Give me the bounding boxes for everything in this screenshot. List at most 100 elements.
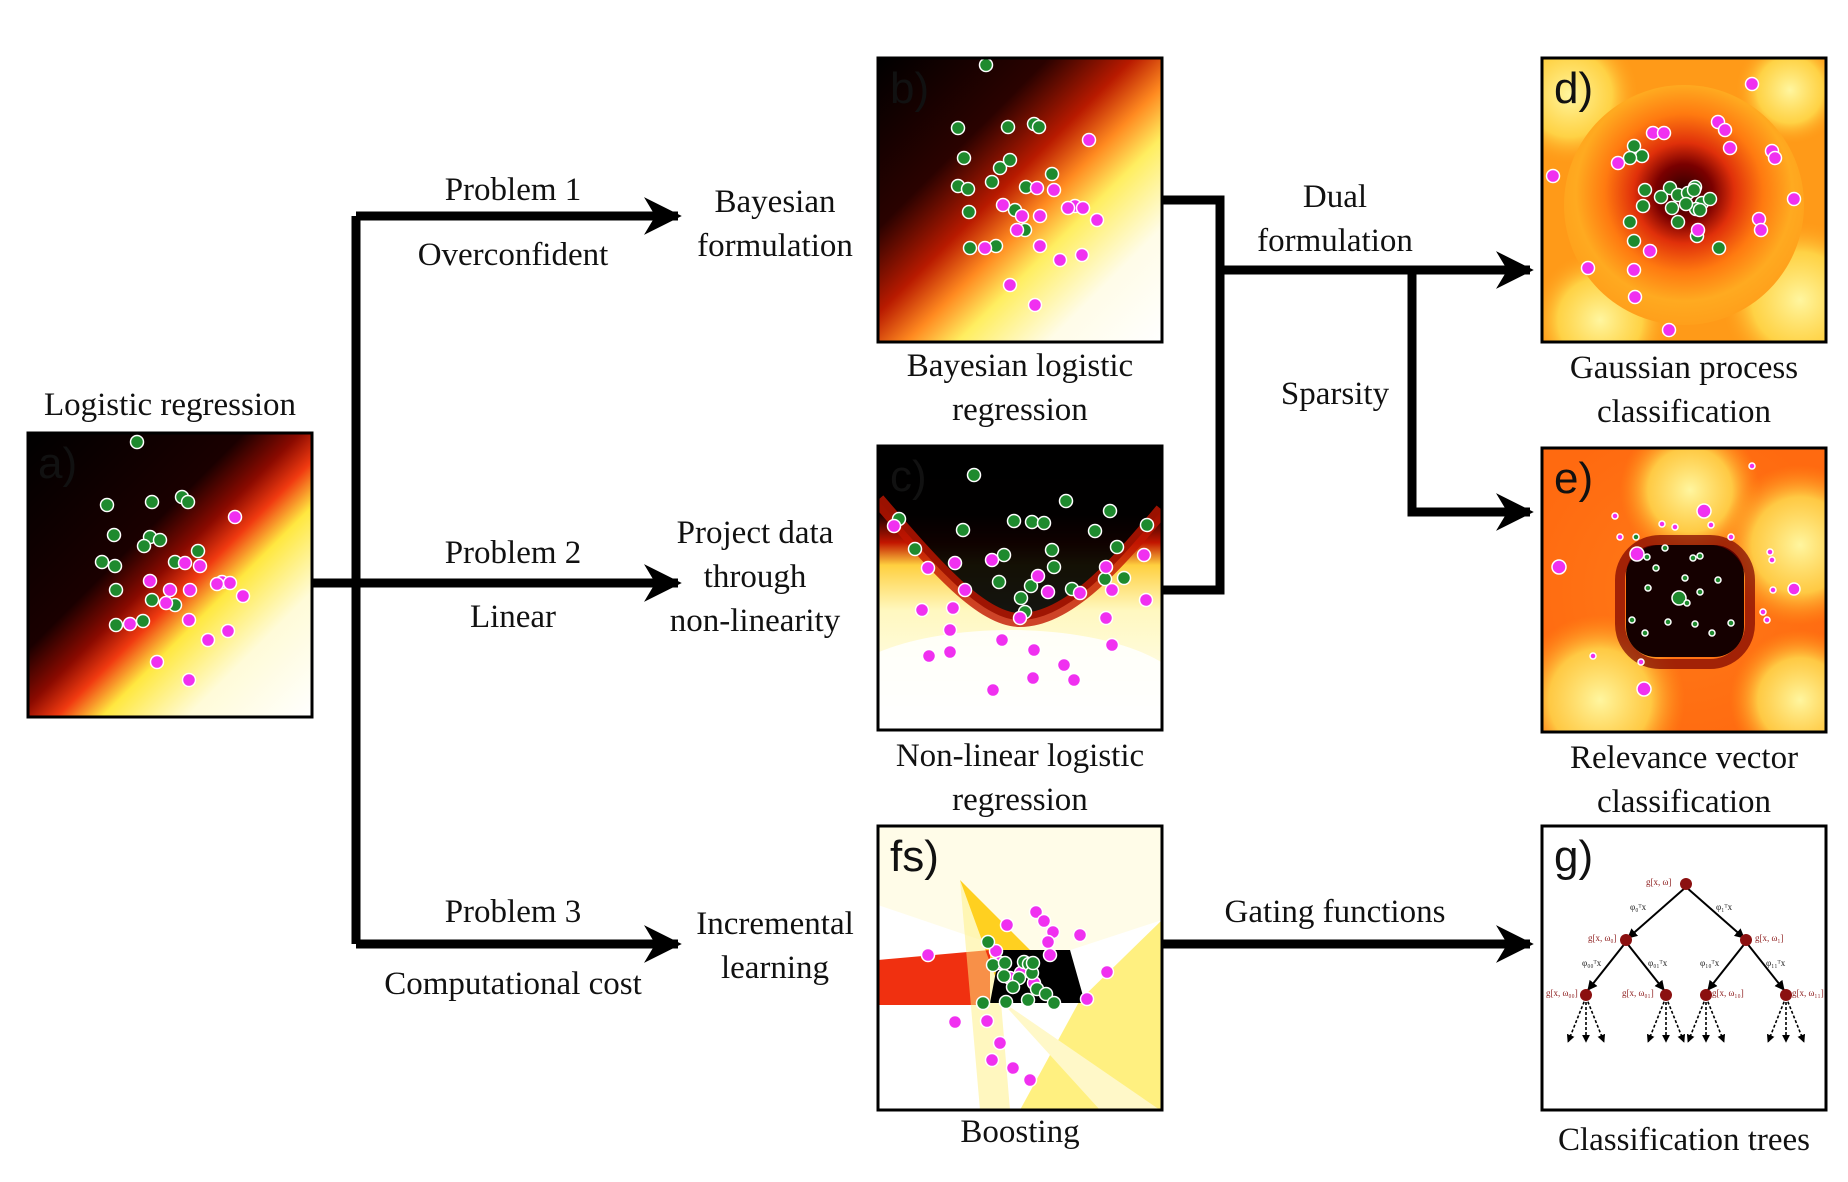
magenta-point	[1551, 559, 1567, 575]
green-point	[144, 494, 160, 510]
magenta-point	[920, 947, 936, 963]
tree-node-rl	[1700, 989, 1712, 1001]
magenta-point	[1027, 297, 1043, 313]
green-point	[106, 527, 122, 543]
panel-e-points	[1551, 462, 1801, 697]
green-point	[136, 538, 152, 554]
panel-b-caption-line1: Bayesian logistic	[907, 348, 1133, 384]
tree-label-rr: g[x, ω₁₁]	[1792, 988, 1824, 998]
green-point	[1005, 979, 1021, 995]
magenta-point	[1040, 934, 1056, 950]
magenta-point	[920, 560, 936, 576]
tree-edge-left-left: φ₀₀ᵀx	[1582, 958, 1602, 968]
magenta-point	[1040, 584, 1056, 600]
magenta-point	[1759, 608, 1767, 616]
panel-f: fs) Boosting	[876, 824, 1164, 1150]
panel-b-points	[950, 58, 1105, 313]
green-point	[978, 58, 994, 73]
tree-label-left: g[x, ω₀]	[1588, 933, 1617, 943]
magenta-point	[1690, 222, 1706, 238]
green-point	[152, 532, 168, 548]
magenta-point	[200, 632, 216, 648]
panel-c-points	[886, 467, 1155, 698]
magenta-point	[1032, 238, 1048, 254]
magenta-point	[992, 1035, 1008, 1051]
green-point	[1013, 590, 1029, 606]
magenta-point	[1661, 322, 1677, 338]
green-point	[1727, 619, 1735, 627]
tree-label-lr: g[x, ω₀₁]	[1622, 988, 1654, 998]
tree-node-rr	[1780, 989, 1792, 1001]
green-point	[180, 494, 196, 510]
magenta-point	[1580, 260, 1596, 276]
green-point	[955, 522, 971, 538]
green-point	[1020, 992, 1036, 1008]
magenta-point	[1028, 904, 1044, 920]
magenta-point	[162, 582, 178, 598]
green-point	[984, 174, 1000, 190]
magenta-point	[945, 600, 961, 616]
tree-edge-right-left: φ₁₀ᵀx	[1700, 958, 1720, 968]
green-point	[1696, 552, 1704, 560]
tree-edge-left-right: φ₀₁ᵀx	[1648, 958, 1668, 968]
magenta-point	[942, 644, 958, 660]
panel-e-caption-line2: classification	[1597, 784, 1771, 820]
green-point	[1641, 629, 1649, 637]
magenta-point	[122, 616, 138, 632]
green-point	[1000, 119, 1016, 135]
magenta-point	[1104, 637, 1120, 653]
magenta-point	[1138, 592, 1154, 608]
green-point	[991, 574, 1007, 590]
magenta-point	[158, 595, 174, 611]
green-point	[108, 617, 124, 633]
panel-d-caption-line1: Gaussian process	[1570, 350, 1798, 386]
magenta-point	[1099, 964, 1115, 980]
magenta-point	[985, 682, 1001, 698]
panel-c-tag: c)	[890, 452, 927, 501]
magenta-point	[1611, 512, 1619, 520]
green-point	[1678, 196, 1694, 212]
green-point	[985, 957, 1001, 973]
magenta-point	[1075, 200, 1091, 216]
green-point	[1664, 200, 1680, 216]
magenta-point	[142, 573, 158, 589]
green-point	[1671, 590, 1687, 606]
panel-d: d) Gaussian process classification	[1540, 56, 1828, 430]
magenta-point	[1032, 208, 1048, 224]
label-bayesian-line1: Bayesian	[715, 184, 836, 220]
panel-b-tag: b)	[890, 64, 929, 113]
edge-labels: Problem 1 Overconfident Bayesian formula…	[384, 172, 1445, 1002]
panel-c-caption-line2: regression	[952, 782, 1088, 818]
panel-d-tag: d)	[1554, 64, 1593, 113]
tree-edge-right-right: φ₁₁ᵀx	[1766, 958, 1786, 968]
green-point	[975, 995, 991, 1011]
magenta-point	[235, 588, 251, 604]
magenta-point	[984, 552, 1000, 568]
green-point	[99, 497, 115, 513]
tree-edge-root-left: φ₀ᵀx	[1630, 902, 1647, 912]
green-point	[190, 543, 206, 559]
label-computational-cost: Computational cost	[384, 966, 642, 1002]
green-point	[1046, 559, 1062, 575]
magenta-point	[1769, 586, 1777, 594]
magenta-point	[1768, 556, 1776, 564]
magenta-point	[994, 632, 1010, 648]
magenta-point	[1005, 1060, 1021, 1076]
green-point	[1689, 554, 1697, 562]
magenta-point	[1029, 180, 1045, 196]
panel-c-caption-line1: Non-linear logistic	[896, 738, 1144, 774]
green-point	[1643, 553, 1651, 561]
magenta-point	[1748, 462, 1756, 470]
green-point	[997, 955, 1013, 971]
green-point	[135, 613, 151, 629]
panel-a-tag: a)	[38, 439, 77, 488]
tree-diagram: g[x, ω] g[x, ω₀] g[x, ω₁] g[x, ω₀₀] g[x,…	[1546, 877, 1824, 1043]
magenta-point	[181, 612, 197, 628]
green-point	[1626, 233, 1642, 249]
green-point	[1002, 152, 1018, 168]
magenta-point	[1637, 658, 1645, 666]
panel-g-caption: Classification trees	[1558, 1122, 1810, 1158]
magenta-point	[1626, 262, 1642, 278]
magenta-point	[1744, 76, 1760, 92]
green-point	[94, 554, 110, 570]
